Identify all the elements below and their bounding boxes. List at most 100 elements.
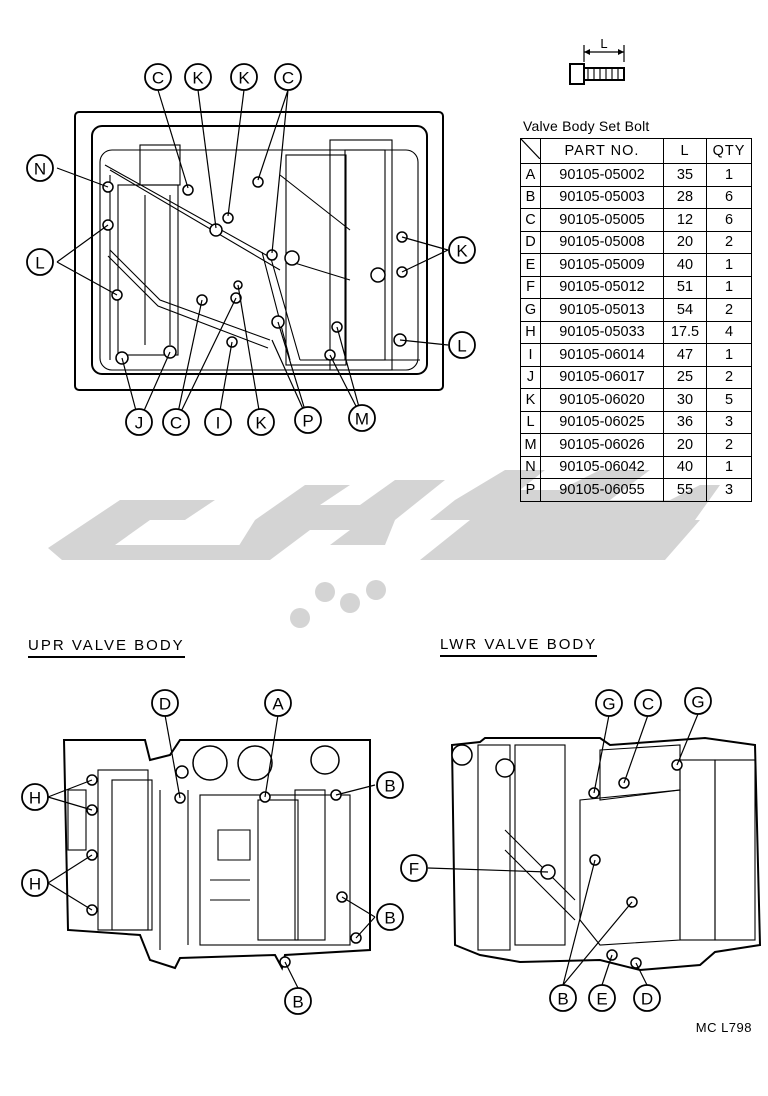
callout-letter: B — [384, 777, 395, 796]
callout-letter: A — [272, 695, 284, 714]
callout-lower: D — [633, 984, 661, 1012]
cell-key: P — [520, 478, 541, 502]
header-qty: QTY — [706, 138, 752, 164]
lower-leader-lines — [427, 713, 699, 986]
callout-upper: H — [21, 783, 49, 811]
callout-letter: C — [170, 414, 182, 433]
callout-upper: D — [151, 689, 179, 717]
callout-letter: J — [135, 414, 144, 433]
cell-key: N — [520, 455, 541, 479]
cell-part-no: 90105-06020 — [540, 388, 664, 412]
callout-letter: C — [152, 69, 164, 88]
cell-part-no: 90105-05009 — [540, 253, 664, 277]
callout-circle — [26, 248, 54, 276]
cell-key: L — [520, 410, 541, 434]
cell-qty: 3 — [706, 410, 752, 434]
callout-upper: B — [376, 903, 404, 931]
callout-letter: K — [456, 242, 468, 261]
cell-part-no: 90105-06055 — [540, 478, 664, 502]
callout-circle — [21, 783, 49, 811]
callout-circle — [247, 408, 275, 436]
callout-letter: H — [29, 789, 41, 808]
lower-valve-body-title: LWR VALVE BODY — [440, 636, 598, 657]
callout-upper: B — [284, 987, 312, 1015]
callout-upper: H — [21, 869, 49, 897]
callout-letter: L — [35, 254, 44, 273]
callout-circle — [125, 408, 153, 436]
cell-length: 20 — [663, 433, 707, 457]
callout-letter: K — [255, 414, 267, 433]
cell-qty: 2 — [706, 365, 752, 389]
cell-key: J — [520, 365, 541, 389]
callout-letter: B — [292, 993, 303, 1012]
cell-key: F — [520, 275, 541, 299]
callout-upper: B — [376, 771, 404, 799]
cell-key: M — [520, 433, 541, 457]
cell-length: 40 — [663, 455, 707, 479]
callout-circle — [376, 771, 404, 799]
callout-top: L — [26, 248, 54, 276]
header-part-no: PART NO. — [540, 138, 664, 164]
callout-circle — [448, 236, 476, 264]
cell-key: I — [520, 343, 541, 367]
callout-letter: N — [34, 160, 46, 179]
callout-circle — [264, 689, 292, 717]
callout-lower: E — [588, 984, 616, 1012]
callout-letter: P — [302, 412, 313, 431]
callout-top: M — [348, 404, 376, 432]
callout-letter: G — [602, 695, 615, 714]
cell-length: 51 — [663, 275, 707, 299]
callout-top: P — [294, 406, 322, 434]
cell-qty: 4 — [706, 320, 752, 344]
callout-letter: B — [557, 990, 568, 1009]
cell-qty: 2 — [706, 230, 752, 254]
callout-circle — [184, 63, 212, 91]
callout-circle — [400, 854, 428, 882]
cell-key: G — [520, 298, 541, 322]
callout-top: J — [125, 408, 153, 436]
cell-length: 36 — [663, 410, 707, 434]
callout-top: K — [448, 236, 476, 264]
callout-circle — [294, 406, 322, 434]
cell-key: C — [520, 208, 541, 232]
callout-lower: F — [400, 854, 428, 882]
callout-circle — [595, 689, 623, 717]
callout-top: C — [162, 408, 190, 436]
cell-length: 55 — [663, 478, 707, 502]
cell-part-no: 90105-05005 — [540, 208, 664, 232]
callout-top: C — [274, 63, 302, 91]
callout-top: K — [247, 408, 275, 436]
cell-part-no: 90105-05008 — [540, 230, 664, 254]
callout-circle — [21, 869, 49, 897]
callout-circle — [376, 903, 404, 931]
callout-letter: G — [691, 693, 704, 712]
cell-length: 12 — [663, 208, 707, 232]
callout-top: L — [448, 331, 476, 359]
upper-valve-body-title: UPR VALVE BODY — [28, 637, 185, 658]
cell-key: A — [520, 163, 541, 187]
callout-letter: M — [355, 410, 369, 429]
callout-circle — [588, 984, 616, 1012]
callout-lower: G — [595, 689, 623, 717]
cell-part-no: 90105-06025 — [540, 410, 664, 434]
cell-key: K — [520, 388, 541, 412]
cell-length: 47 — [663, 343, 707, 367]
callout-lower: B — [549, 984, 577, 1012]
cell-length: 54 — [663, 298, 707, 322]
callout-letter: K — [238, 69, 250, 88]
cell-part-no: 90105-06017 — [540, 365, 664, 389]
callout-letter: B — [384, 909, 395, 928]
